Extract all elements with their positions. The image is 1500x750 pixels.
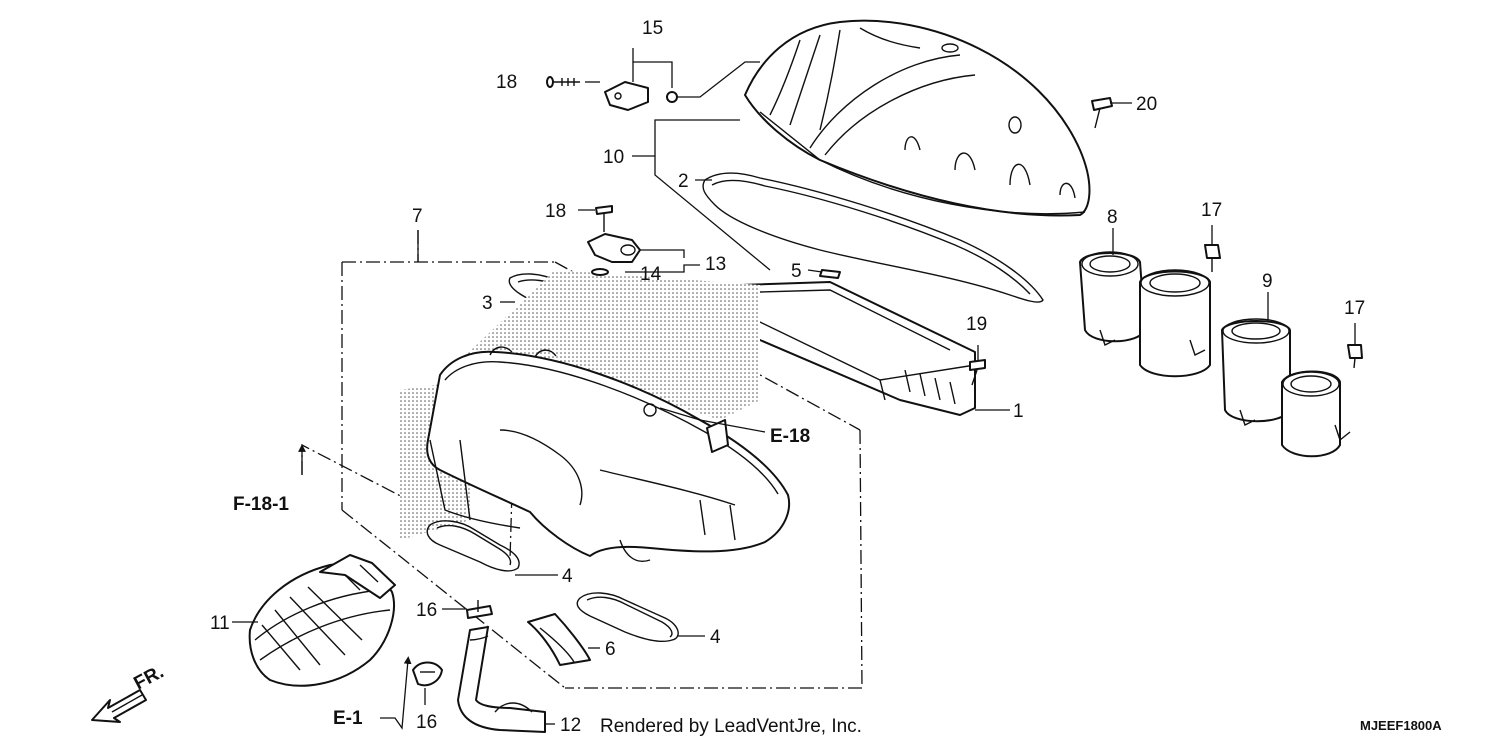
callout-17-lower: 17 bbox=[1344, 298, 1365, 319]
callout-6: 6 bbox=[605, 639, 616, 660]
reference-labels: E-18 F-18-1 E-1 bbox=[233, 426, 810, 729]
callout-11: 11 bbox=[210, 613, 230, 634]
callout-13: 13 bbox=[705, 254, 726, 275]
upper-case-cover bbox=[744, 19, 1091, 217]
plate bbox=[527, 613, 591, 666]
pin-5 bbox=[819, 269, 841, 279]
reference-f-18-1: F-18-1 bbox=[233, 494, 289, 515]
clamp-16-lower bbox=[412, 661, 443, 687]
callout-20: 20 bbox=[1136, 94, 1157, 115]
callout-10: 10 bbox=[603, 147, 624, 168]
sensor-15 bbox=[604, 81, 678, 111]
screw-20 bbox=[1091, 97, 1113, 129]
reference-e-18: E-18 bbox=[770, 426, 810, 447]
front-direction-arrow: FR. bbox=[91, 662, 167, 723]
intake-duct bbox=[248, 554, 396, 687]
callout-4-lower: 4 bbox=[710, 627, 721, 648]
leader-lines bbox=[232, 48, 1356, 730]
callout-2: 2 bbox=[678, 171, 689, 192]
cover-gasket bbox=[702, 172, 1044, 303]
air-cleaner-element bbox=[724, 281, 976, 416]
front-direction-label: FR. bbox=[130, 662, 167, 695]
callout-15: 15 bbox=[642, 18, 663, 39]
callout-16-lower: 16 bbox=[416, 712, 437, 733]
reference-e-1: E-1 bbox=[333, 708, 363, 729]
bolt-17-lower bbox=[1347, 344, 1363, 369]
callout-18-upper: 18 bbox=[496, 72, 517, 93]
bolt-18-lower bbox=[595, 205, 613, 232]
callout-9: 9 bbox=[1262, 271, 1273, 292]
callout-labels: 1 2 3 4 4 5 6 7 8 9 10 11 12 13 14 15 16… bbox=[210, 18, 1365, 736]
drain-tube bbox=[457, 626, 546, 733]
callout-12: 12 bbox=[560, 715, 581, 736]
render-credit: Rendered by LeadVentJre, Inc. bbox=[600, 716, 862, 737]
callout-19: 19 bbox=[966, 314, 987, 335]
callout-17-upper: 17 bbox=[1201, 200, 1222, 221]
lower-case-housing bbox=[400, 270, 790, 562]
callout-1: 1 bbox=[1013, 401, 1024, 422]
seal-lower bbox=[576, 592, 679, 642]
callout-18-lower: 18 bbox=[545, 201, 566, 222]
callout-4-upper: 4 bbox=[562, 566, 573, 587]
callout-3: 3 bbox=[482, 293, 493, 314]
callout-5: 5 bbox=[791, 261, 802, 282]
screw-19 bbox=[969, 359, 986, 386]
funnel-pair-8 bbox=[1079, 251, 1211, 378]
callout-16-upper: 16 bbox=[416, 600, 437, 621]
bolt-17-upper bbox=[1204, 244, 1221, 272]
seal-upper bbox=[426, 520, 520, 572]
bolt-18-upper bbox=[546, 76, 580, 88]
clip-16-upper bbox=[466, 600, 493, 619]
callout-14: 14 bbox=[640, 264, 662, 285]
callout-8: 8 bbox=[1107, 207, 1118, 228]
funnel-pair-9 bbox=[1221, 318, 1351, 458]
diagram-code: MJEEF1800A bbox=[1360, 718, 1442, 733]
sensor-13 bbox=[587, 233, 641, 276]
callout-7: 7 bbox=[412, 206, 423, 227]
